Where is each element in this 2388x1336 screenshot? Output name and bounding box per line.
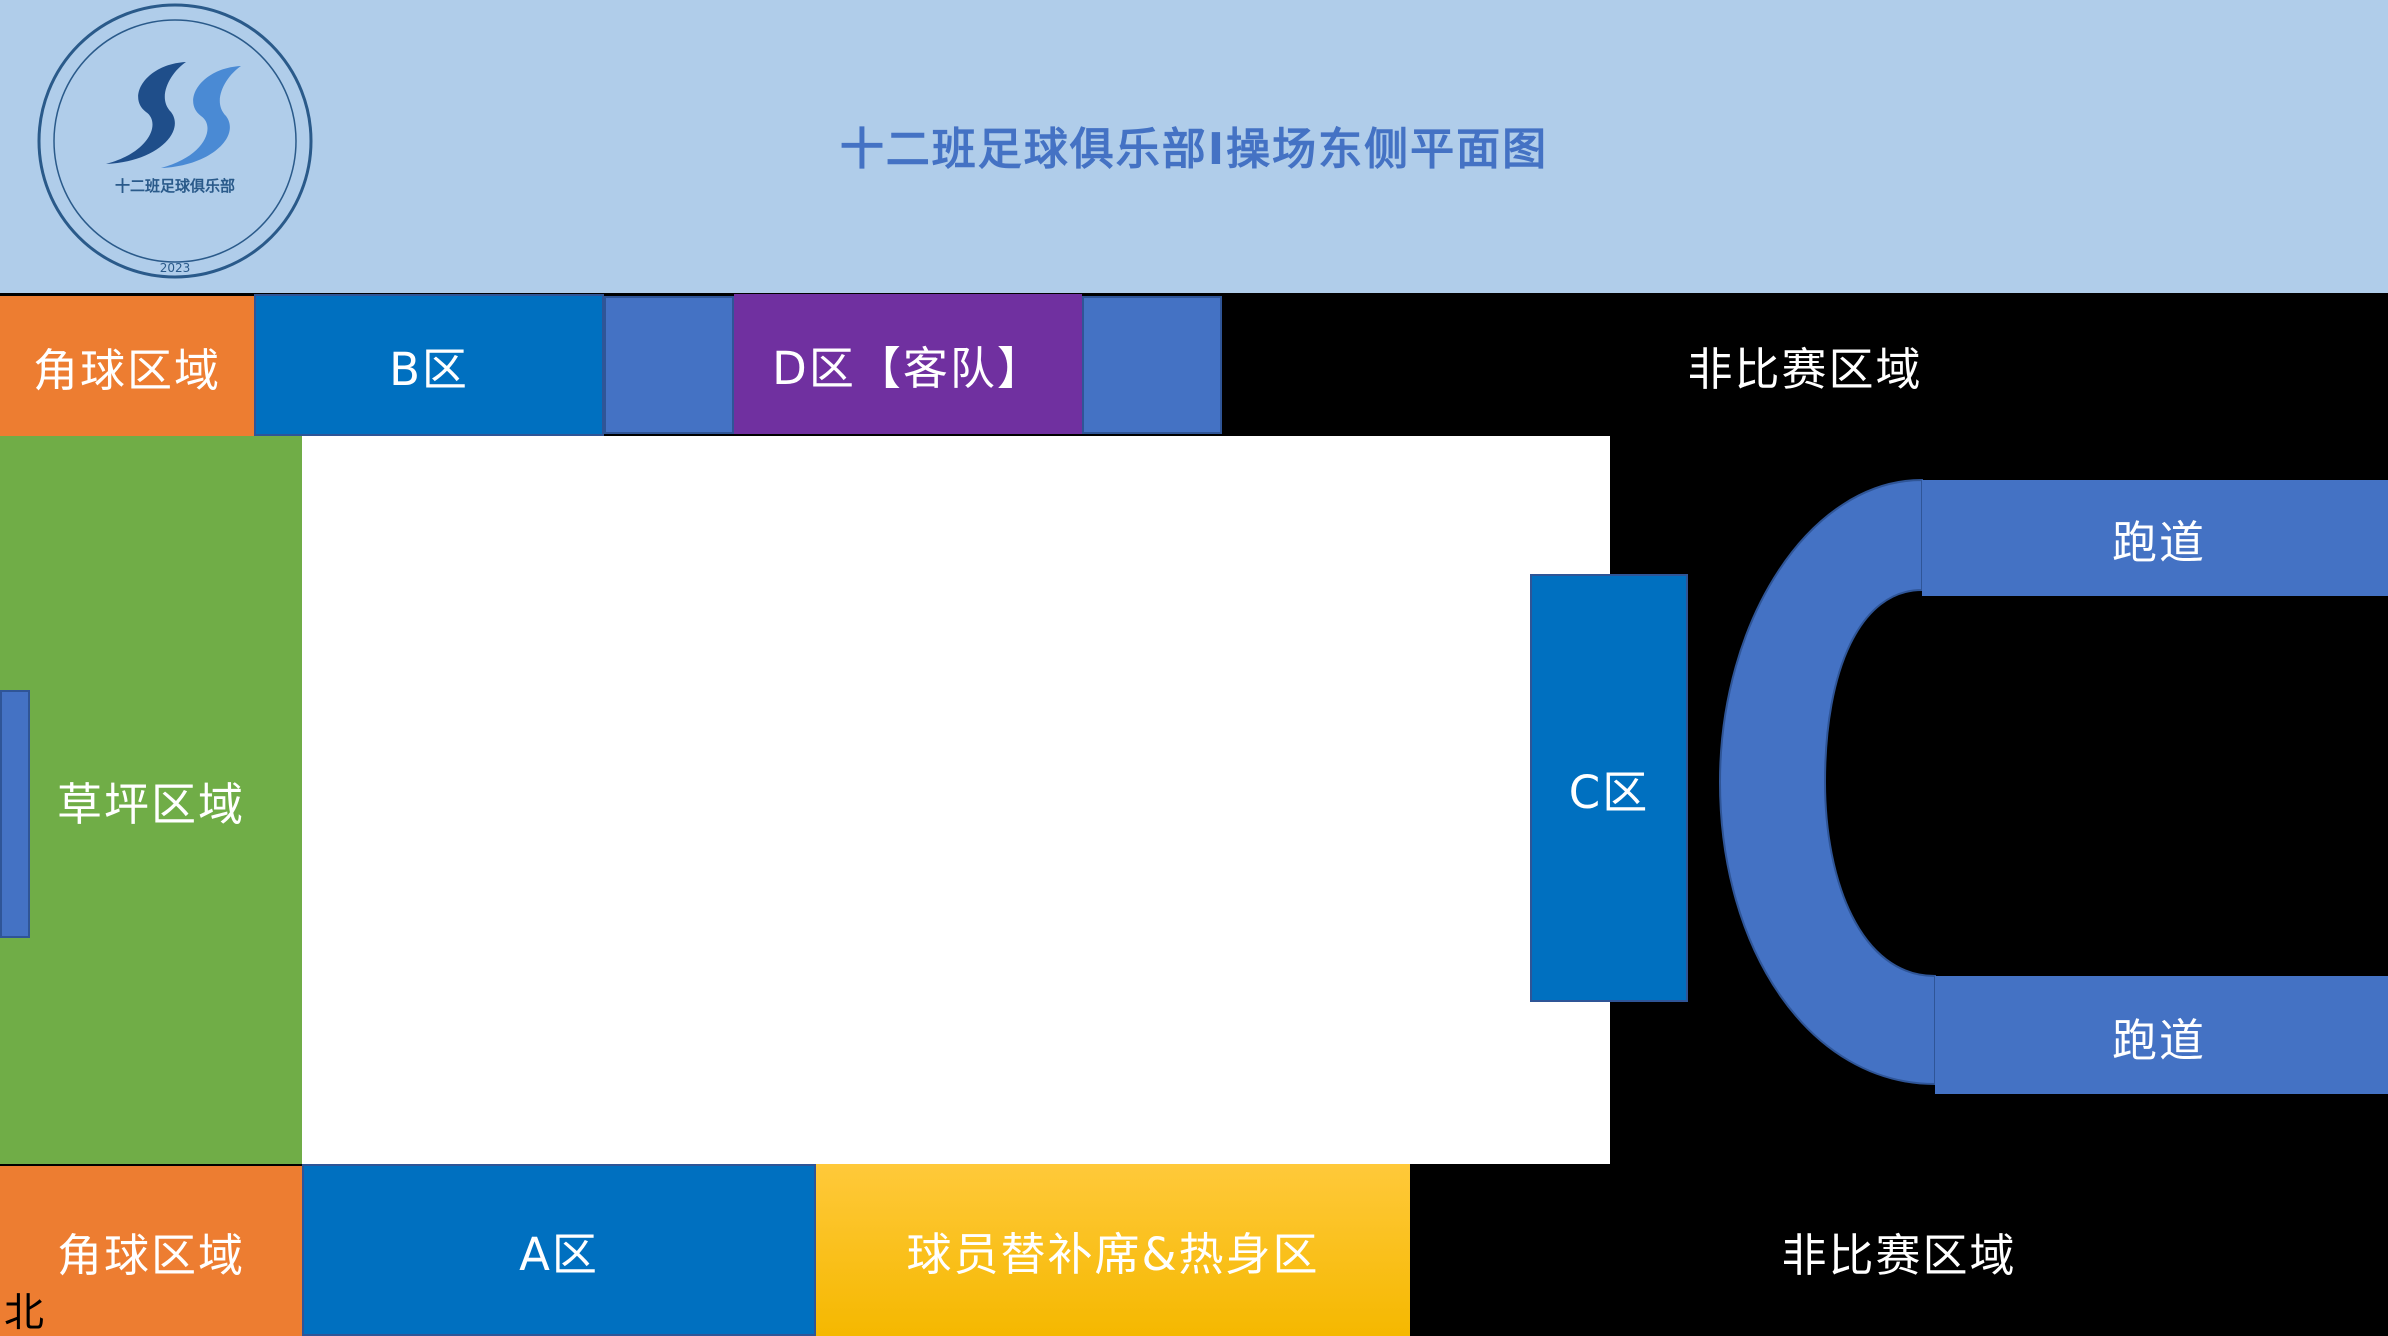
header-banner — [0, 0, 2388, 293]
zone-b: B区 — [254, 294, 604, 436]
zone-d-away: D区【客队】 — [734, 294, 1082, 434]
pitch-area — [302, 436, 1610, 1164]
bench-warmup-zone: 球员替补席&热身区 — [816, 1164, 1410, 1336]
zone-c: C区 — [1530, 574, 1688, 1002]
bottom-non-match-zone: 非比赛区域 — [1410, 1166, 2388, 1336]
track-top-label: 跑道 — [2111, 515, 2206, 569]
club-logo — [37, 3, 313, 279]
bottom-corner-zone: 角球区域 — [0, 1166, 302, 1336]
track-bottom-label: 跑道 — [2111, 1013, 2206, 1067]
zone-a: A区 — [302, 1164, 816, 1336]
grass-zone: 草坪区域 — [0, 436, 302, 1164]
logo-year: 2023 — [159, 261, 191, 275]
top-blue-block-left — [604, 296, 734, 434]
running-track-curve — [1718, 478, 2388, 1094]
logo-text: 十二班足球俱乐部 — [114, 176, 235, 195]
top-corner-zone: 角球区域 — [0, 296, 254, 436]
goal-marker-left — [0, 690, 30, 938]
page-title: 十二班足球俱乐部I操场东侧平面图 — [839, 124, 1549, 175]
top-blue-block-right — [1082, 296, 1222, 434]
top-non-match-zone: 非比赛区域 — [1222, 296, 2388, 434]
north-label: 北 — [4, 1290, 44, 1336]
